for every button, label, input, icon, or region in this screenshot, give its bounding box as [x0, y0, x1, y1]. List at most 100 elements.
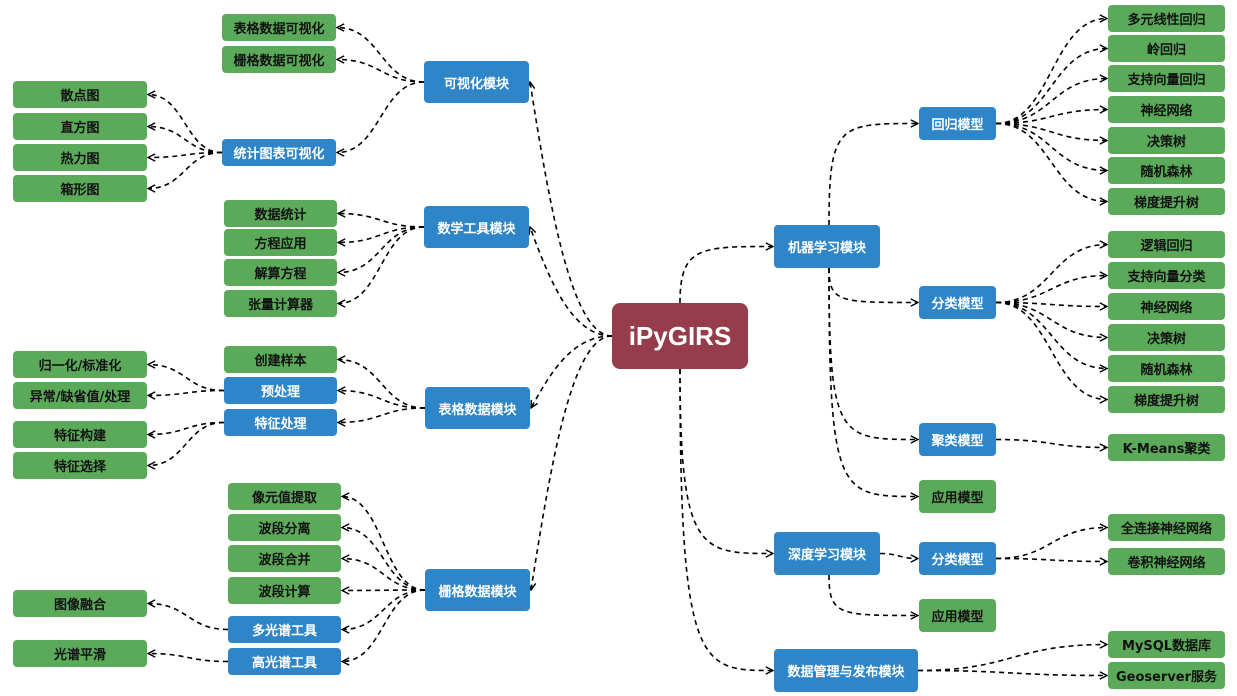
connector-edge — [337, 81, 425, 153]
regression-item-node[interactable]: 多元线性回归 — [1108, 5, 1225, 32]
spectral-smooth-node[interactable]: 光谱平滑 — [13, 640, 147, 667]
connector-edge — [530, 227, 613, 337]
clustering-model-node[interactable]: 聚类模型 — [919, 423, 996, 456]
regression-item-node[interactable]: 随机森林 — [1108, 157, 1225, 184]
boxplot-node[interactable]: 箱形图 — [13, 175, 147, 202]
regression-item-node[interactable]: 决策树 — [1108, 127, 1225, 154]
normalize-node[interactable]: 归一化/标准化 — [13, 351, 147, 378]
dl-application-node[interactable]: 应用模型 — [919, 599, 996, 632]
connector-edge — [995, 301, 1107, 338]
math-item-node[interactable]: 方程应用 — [224, 229, 337, 256]
connector-edge — [995, 301, 1107, 369]
raster-item-node[interactable]: 波段合并 — [228, 545, 341, 572]
regression-item-node[interactable]: 神经网络 — [1108, 96, 1225, 123]
raster-module-node[interactable]: 栅格数据模块 — [425, 569, 530, 611]
connector-edge — [995, 49, 1107, 125]
classification-item-node[interactable]: 随机森林 — [1108, 355, 1225, 382]
connector-edge — [148, 127, 223, 154]
classification-item-node[interactable]: 支持向量分类 — [1108, 262, 1225, 289]
connector-edge — [995, 301, 1107, 307]
feature-select-node[interactable]: 特征选择 — [13, 452, 147, 479]
ml-application-node[interactable]: 应用模型 — [919, 480, 996, 513]
connector-edge — [828, 267, 918, 303]
feature-build-node[interactable]: 特征构建 — [13, 421, 147, 448]
multispectral-node[interactable]: 多光谱工具 — [228, 616, 341, 643]
ml-module-node[interactable]: 机器学习模块 — [774, 225, 880, 268]
connector-edge — [995, 122, 1107, 202]
table-module-node[interactable]: 表格数据模块 — [425, 387, 530, 429]
regression-item-node[interactable]: 梯度提升树 — [1108, 188, 1225, 215]
connector-edge — [828, 267, 918, 497]
connector-edge — [679, 368, 773, 671]
classification-item-node[interactable]: 梯度提升树 — [1108, 386, 1225, 413]
regression-item-node[interactable]: 支持向量回归 — [1108, 65, 1225, 92]
dl-item-node[interactable]: 卷积神经网络 — [1108, 548, 1225, 575]
math-item-node[interactable]: 解算方程 — [224, 259, 337, 286]
connector-edge — [530, 82, 613, 337]
connector-edge — [148, 95, 223, 154]
connector-edge — [338, 407, 426, 423]
histogram-node[interactable]: 直方图 — [13, 113, 147, 140]
connector-edge — [531, 335, 613, 408]
connector-edge — [995, 19, 1107, 125]
geoserver-node[interactable]: Geoserver服务 — [1108, 662, 1225, 689]
connector-edge — [917, 645, 1107, 672]
raster-item-node[interactable]: 像元值提取 — [228, 483, 341, 510]
image-fusion-node[interactable]: 图像融合 — [13, 590, 147, 617]
connector-edge — [338, 214, 425, 228]
create-sample-node[interactable]: 创建样本 — [224, 346, 337, 373]
kmeans-node[interactable]: K-Means聚类 — [1108, 434, 1225, 461]
connector-edge — [148, 151, 223, 189]
math-module-node[interactable]: 数学工具模块 — [424, 206, 529, 248]
classification-item-node[interactable]: 神经网络 — [1108, 293, 1225, 320]
connector-edge — [995, 438, 1107, 448]
visualization-module-node[interactable]: 可视化模块 — [424, 61, 529, 103]
raster-item-node[interactable]: 波段分离 — [228, 514, 341, 541]
outlier-node[interactable]: 异常/缺省值/处理 — [13, 382, 147, 409]
connector-edge — [995, 122, 1107, 141]
connector-edge — [337, 28, 425, 83]
connector-edge — [342, 528, 426, 591]
regression-item-node[interactable]: 岭回归 — [1108, 35, 1225, 62]
connector-edge — [148, 654, 229, 663]
classification-model-node[interactable]: 分类模型 — [919, 286, 996, 319]
preprocess-node[interactable]: 预处理 — [224, 377, 337, 404]
dl-classification-node[interactable]: 分类模型 — [919, 542, 996, 575]
raster-item-node[interactable]: 波段计算 — [228, 577, 341, 604]
connector-edge — [148, 365, 225, 392]
connector-edge — [148, 389, 225, 396]
dl-item-node[interactable]: 全连接神经网络 — [1108, 514, 1225, 541]
feature-node[interactable]: 特征处理 — [224, 409, 337, 436]
connector-edge — [342, 559, 426, 591]
connector-edge — [338, 226, 425, 243]
mysql-node[interactable]: MySQL数据库 — [1108, 631, 1225, 658]
data-management-module-node[interactable]: 数据管理与发布模块 — [774, 649, 918, 692]
raster-vis-node[interactable]: 栅格数据可视化 — [222, 46, 336, 73]
math-item-node[interactable]: 数据统计 — [224, 200, 337, 227]
classification-item-node[interactable]: 逻辑回归 — [1108, 231, 1225, 258]
connector-edge — [342, 589, 426, 662]
connector-edge — [342, 590, 426, 591]
stat-chart-node[interactable]: 统计图表可视化 — [222, 139, 336, 166]
table-vis-node[interactable]: 表格数据可视化 — [222, 14, 336, 41]
connector-edge — [995, 301, 1107, 400]
connector-edge — [679, 368, 773, 554]
heatmap-node[interactable]: 热力图 — [13, 144, 147, 171]
connector-edge — [338, 360, 426, 409]
connector-edge — [917, 669, 1107, 676]
connector-edge — [338, 226, 425, 273]
math-item-node[interactable]: 张量计算器 — [224, 290, 337, 317]
regression-model-node[interactable]: 回归模型 — [919, 107, 996, 140]
connector-edge — [342, 497, 426, 591]
classification-item-node[interactable]: 决策树 — [1108, 324, 1225, 351]
connector-edge — [995, 122, 1107, 171]
connector-edge — [531, 335, 613, 590]
connector-edge — [338, 226, 425, 304]
hyperspectral-node[interactable]: 高光谱工具 — [228, 648, 341, 675]
scatter-node[interactable]: 散点图 — [13, 81, 147, 108]
connector-edge — [995, 528, 1107, 560]
root-node[interactable]: iPyGIRS — [612, 303, 748, 369]
dl-module-node[interactable]: 深度学习模块 — [774, 532, 880, 575]
